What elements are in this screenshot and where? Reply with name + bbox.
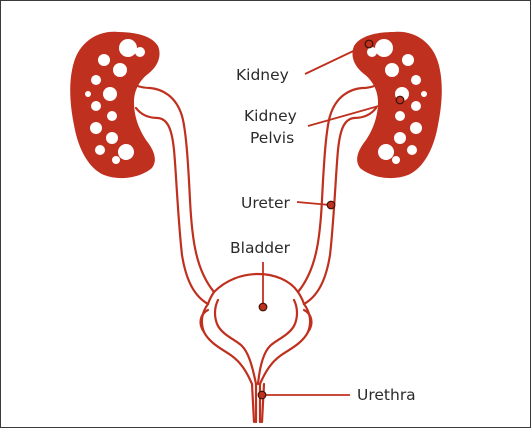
label-bladder: Bladder xyxy=(230,239,291,257)
bladder xyxy=(201,274,312,384)
label-kidney: Kidney xyxy=(236,66,289,84)
ureter-pointer xyxy=(297,201,335,209)
urethra xyxy=(252,384,264,422)
label-urethra: Urethra xyxy=(357,386,416,404)
label-kidney-pelvis-line2: Pelvis xyxy=(250,129,294,147)
label-kidney-pelvis-line1: Kidney xyxy=(244,107,297,125)
left-kidney xyxy=(70,32,214,304)
label-ureter: Ureter xyxy=(241,194,291,212)
right-kidney xyxy=(298,32,442,304)
urethra-pointer xyxy=(258,391,350,399)
bladder-pointer xyxy=(259,262,267,311)
